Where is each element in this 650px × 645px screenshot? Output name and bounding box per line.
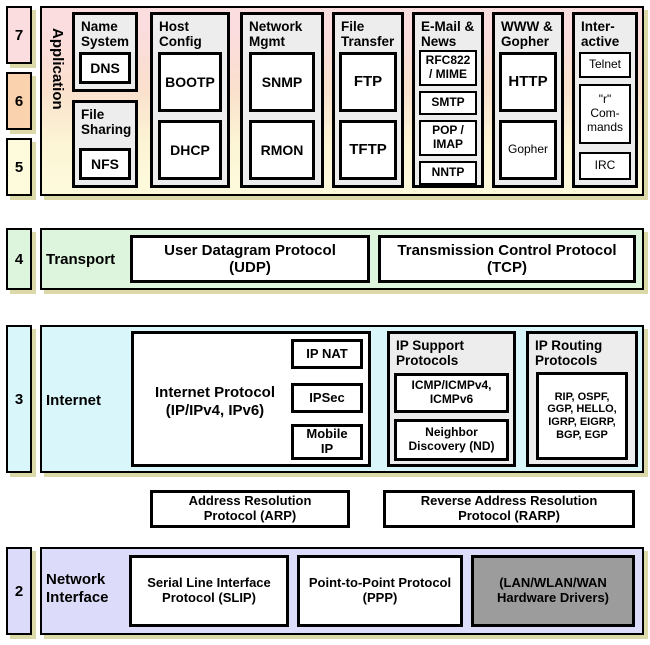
protocol-rfc822-mime: RFC822 / MIME: [419, 50, 477, 86]
protocol-ip-label: Internet Protocol (IP/IPv4, IPv6): [154, 384, 275, 419]
group-ip-routing-protocols-title: IP Routing Protocols: [535, 338, 603, 369]
osi-layer-number-7-label: 7: [14, 26, 24, 44]
protocol-ipsec: IPSec: [291, 383, 363, 413]
protocol-routing-list: RIP, OSPF, GGP, HELLO, IGRP, EIGRP, BGP,…: [536, 372, 628, 460]
protocol-smtp: SMTP: [419, 91, 477, 115]
group-www-gopher-title: WWW & Gopher: [501, 19, 553, 50]
group-network-mgmt-title: Network Mgmt: [249, 19, 303, 50]
protocol-nntp: NNTP: [419, 161, 477, 185]
protocol-r-commands: "r" Com- mands: [579, 84, 631, 144]
network-interface-layer-label: Network Interface: [46, 571, 109, 606]
transport-layer-label: Transport: [46, 251, 116, 268]
protocol-neighbor-discovery: Neighbor Discovery (ND): [394, 419, 509, 461]
group-file-transfer-title: File Transfer: [341, 19, 395, 50]
protocol-ppp: Point-to-Point Protocol (PPP): [297, 555, 463, 627]
protocol-hardware-drivers: (LAN/WLAN/WAN Hardware Drivers): [471, 555, 635, 627]
group-host-config-title: Host Config: [159, 19, 202, 50]
protocol-telnet: Telnet: [579, 52, 631, 78]
protocol-arp: Address Resolution Protocol (ARP): [150, 490, 350, 528]
group-interactive-title: Inter- active: [581, 19, 620, 50]
osi-layer-number-3-label: 3: [14, 390, 24, 408]
group-name-system-title: Name System: [81, 19, 130, 50]
protocol-udp: User Datagram Protocol (UDP): [130, 235, 370, 283]
protocol-ftp: FTP: [339, 52, 397, 112]
protocol-irc: IRC: [579, 152, 631, 180]
group-file-sharing-title: File Sharing: [81, 107, 132, 138]
osi-layer-number-2-label: 2: [14, 582, 24, 600]
protocol-nfs: NFS: [79, 148, 131, 180]
osi-layer-number-6: 6: [6, 72, 32, 130]
protocol-tftp: TFTP: [339, 120, 397, 180]
protocol-dns: DNS: [79, 52, 131, 84]
protocol-dhcp: DHCP: [158, 120, 222, 180]
osi-layer-number-4-label: 4: [14, 250, 24, 268]
osi-layer-number-4: 4: [6, 228, 32, 290]
osi-layer-number-7: 7: [6, 6, 32, 64]
osi-layer-number-5-label: 5: [14, 158, 24, 176]
application-layer-label: Application: [49, 28, 66, 110]
protocol-gopher: Gopher: [499, 120, 557, 180]
protocol-rmon: RMON: [249, 120, 315, 180]
protocol-slip: Serial Line Interface Protocol (SLIP): [129, 555, 289, 627]
osi-layer-number-5: 5: [6, 138, 32, 196]
osi-layer-number-6-label: 6: [14, 92, 24, 110]
protocol-pop-imap: POP / IMAP: [419, 120, 477, 156]
group-email-news-title: E-Mail & News: [421, 19, 475, 50]
protocol-mobile-ip: Mobile IP: [291, 424, 363, 460]
protocol-tcp: Transmission Control Protocol (TCP): [378, 235, 636, 283]
protocol-icmp: ICMP/ICMPv4, ICMPv6: [394, 373, 509, 413]
internet-layer-label: Internet: [46, 392, 102, 409]
protocol-ip-nat: IP NAT: [291, 339, 363, 369]
osi-layer-number-2: 2: [6, 547, 32, 635]
protocol-snmp: SNMP: [249, 52, 315, 112]
protocol-http: HTTP: [499, 52, 557, 112]
protocol-rarp: Reverse Address Resolution Protocol (RAR…: [383, 490, 635, 528]
group-ip-support-protocols-title: IP Support Protocols: [396, 338, 465, 369]
osi-layer-number-3: 3: [6, 325, 32, 473]
protocol-bootp: BOOTP: [158, 52, 222, 112]
